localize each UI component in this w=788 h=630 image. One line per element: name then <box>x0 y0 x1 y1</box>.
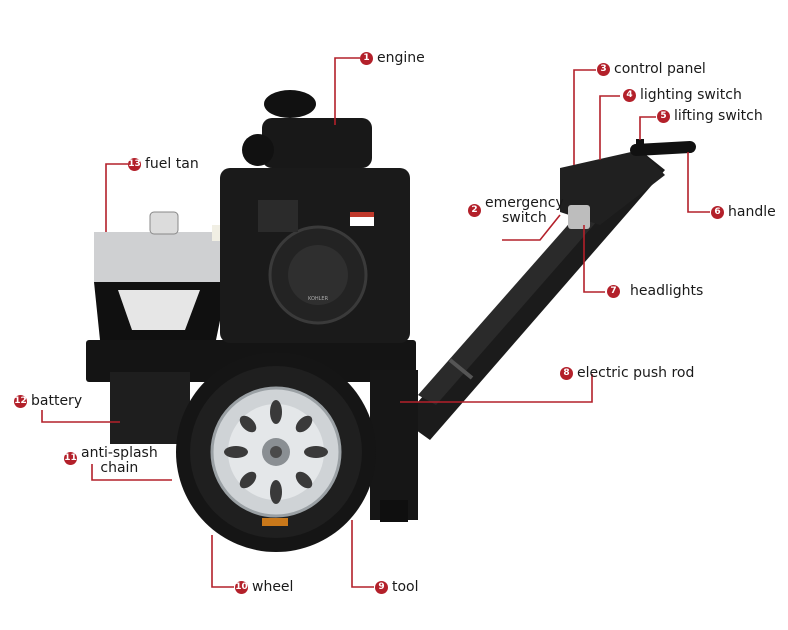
label-control-panel: 3 control panel <box>597 62 706 77</box>
label-lighting-switch-text: lighting switch <box>640 87 742 103</box>
label-battery-text: battery <box>31 393 83 409</box>
label-headlights: 7 headlights <box>607 284 703 299</box>
engine-illustration: KOHLER <box>220 90 410 343</box>
callout-number-10: 10 <box>235 581 248 594</box>
leader-lines <box>41 57 710 588</box>
label-electric-push-rod-text: electric push rod <box>577 365 695 381</box>
label-fuel-tank-text: fuel tan <box>145 156 199 172</box>
label-battery: 12 battery <box>14 394 82 409</box>
label-wheel: 10 wheel <box>235 580 293 595</box>
callout-number-12: 12 <box>14 395 27 408</box>
callout-number-3: 3 <box>597 63 610 76</box>
label-anti-splash-chain-line2: chain <box>100 460 139 476</box>
handle-grip <box>630 141 696 156</box>
label-handle-text: handle <box>728 204 776 220</box>
label-fuel-tank: 13 fuel tan <box>128 157 199 172</box>
tool-shape <box>380 500 408 522</box>
label-electric-push-rod: 8 electric push rod <box>560 366 694 381</box>
label-engine: 1 engine <box>360 51 425 66</box>
fuel-tank-illustration <box>94 211 228 340</box>
callout-number-6: 6 <box>711 206 724 219</box>
battery-shape <box>110 372 190 444</box>
label-lifting-switch-text: lifting switch <box>674 108 763 124</box>
callout-number-9: 9 <box>375 581 388 594</box>
label-engine-text: engine <box>377 50 425 66</box>
label-wheel-text: wheel <box>252 579 294 595</box>
label-emergency-switch-line1: emergency <box>485 195 564 211</box>
label-tool-text: tool <box>392 579 419 595</box>
label-handle: 6 handle <box>711 205 776 220</box>
label-control-panel-text: control panel <box>614 61 706 77</box>
callout-number-11: 11 <box>64 452 77 465</box>
callout-number-8: 8 <box>560 367 573 380</box>
label-headlights-text: headlights <box>630 283 704 299</box>
callout-number-1: 1 <box>360 52 373 65</box>
label-emergency-switch: 2 emergency switch <box>468 196 564 226</box>
callout-number-13: 13 <box>128 158 141 171</box>
label-anti-splash-chain-line1: anti-splash <box>81 445 158 461</box>
label-emergency-switch-line2: switch <box>502 210 547 226</box>
wheel-illustration <box>176 352 376 552</box>
svg-text:KOHLER: KOHLER <box>308 296 329 302</box>
callout-number-4: 4 <box>623 89 636 102</box>
label-lighting-switch: 4 lighting switch <box>623 88 742 103</box>
headlight-shape <box>568 205 590 229</box>
label-tool: 9 tool <box>375 580 419 595</box>
callout-number-7: 7 <box>607 285 620 298</box>
callout-number-2: 2 <box>468 204 481 217</box>
handle-frame-illustration <box>402 139 696 440</box>
callout-number-5: 5 <box>657 110 670 123</box>
label-anti-splash-chain: 11 anti-splash chain <box>64 446 158 476</box>
label-lifting-switch: 5 lifting switch <box>657 109 763 124</box>
